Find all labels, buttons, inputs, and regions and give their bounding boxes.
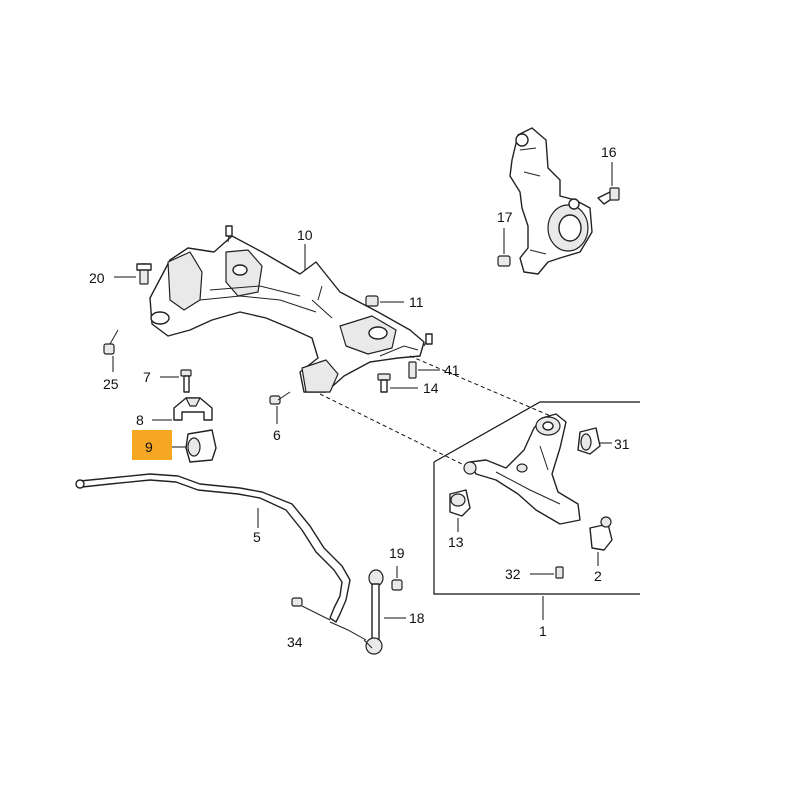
callout-11: 11 [409, 294, 424, 310]
stabilizer-bushing-9 [185, 429, 217, 463]
callout-9-highlight [132, 430, 172, 460]
nut-11 [365, 295, 379, 307]
callout-2: 2 [594, 568, 602, 584]
callout-5: 5 [253, 529, 261, 545]
callout-31: 31 [614, 436, 630, 452]
ball-joint-2 [589, 516, 613, 551]
stabilizer-clamp-8 [173, 397, 213, 421]
callout-41: 41 [444, 362, 460, 378]
callout-34: 34 [287, 634, 303, 650]
stabilizer-link [363, 569, 384, 655]
callout-14: 14 [423, 380, 439, 396]
callout-19: 19 [389, 545, 405, 561]
bolt-41 [408, 361, 417, 379]
callout-32: 32 [505, 566, 521, 582]
bolt-32 [555, 566, 564, 579]
callout-18: 18 [409, 610, 425, 626]
lower-control-arm [463, 413, 581, 525]
bushing-31 [577, 427, 601, 455]
callout-6: 6 [273, 427, 281, 443]
stabilizer-bar [75, 473, 367, 641]
callout-9: 9 [145, 439, 153, 455]
callout-1: 1 [539, 623, 547, 639]
nut-19 [391, 579, 403, 591]
steering-knuckle [509, 127, 593, 275]
bolt-14 [377, 373, 391, 393]
nut-34 [291, 597, 331, 621]
subframe [149, 225, 433, 393]
bolt-25 [103, 329, 119, 355]
nut-17 [497, 255, 511, 267]
callout-20: 20 [89, 270, 105, 286]
bolt-6 [269, 391, 291, 405]
callout-8: 8 [136, 412, 144, 428]
callout-10: 10 [297, 227, 313, 243]
callout-25: 25 [103, 376, 119, 392]
control-arm-frame [433, 401, 640, 595]
bushing-13 [449, 489, 471, 517]
bolt-7 [180, 369, 192, 393]
bolt-20 [136, 263, 152, 285]
callout-13: 13 [448, 534, 464, 550]
bolt-16 [597, 187, 620, 205]
callout-7: 7 [143, 369, 151, 385]
callout-16: 16 [601, 144, 617, 160]
callout-17: 17 [497, 209, 513, 225]
